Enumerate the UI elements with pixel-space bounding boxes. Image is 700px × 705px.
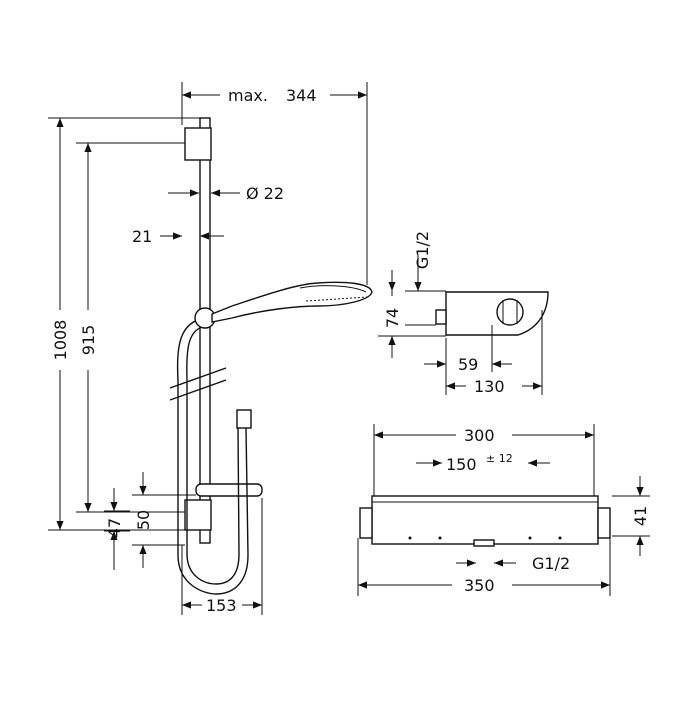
left-end-cap — [359, 507, 373, 539]
break-line-1 — [169, 367, 227, 389]
thermostat-body-front — [371, 495, 599, 545]
shower-rail-assembly: max. 344 Ø 22 21 1008 915 50 47 — [48, 82, 373, 615]
thermostat-side-view: G1/2 74 59 130 — [378, 231, 549, 396]
dim-41: 41 — [631, 506, 650, 526]
dim-59: 59 — [458, 355, 478, 374]
dim-130: 130 — [474, 377, 505, 396]
hand-shower — [211, 281, 373, 323]
hand-shower-face — [299, 285, 367, 293]
right-end-cap — [597, 507, 611, 539]
dim-diameter-22: Ø 22 — [246, 184, 284, 203]
top-wall-bracket — [184, 127, 212, 161]
knob-grip — [502, 300, 518, 324]
thermostat-knob-side — [496, 298, 524, 326]
dim-153: 153 — [206, 596, 237, 615]
dim-g12-side: G1/2 — [413, 231, 432, 269]
dot — [528, 536, 532, 540]
dim-50: 50 — [134, 510, 153, 530]
dim-1008: 1008 — [51, 320, 70, 361]
max-label: max. — [228, 86, 268, 105]
dim-350: 350 — [464, 576, 495, 595]
rail-bar — [199, 117, 211, 544]
dim-344: 344 — [286, 86, 317, 105]
dot — [558, 536, 562, 540]
dim-21: 21 — [132, 227, 152, 246]
dim-150: 150 — [446, 455, 477, 474]
dim-915: 915 — [79, 325, 98, 356]
soap-shelf — [195, 483, 263, 497]
outlet — [473, 539, 495, 547]
dim-74: 74 — [383, 308, 402, 328]
thermostat-inlet — [435, 309, 447, 325]
dim-g12-front: G1/2 — [532, 554, 570, 573]
dim-300: 300 — [464, 426, 495, 445]
shower-hose — [176, 317, 249, 595]
thermostat-front-view: 300 150 ± 12 41 G1/2 350 — [357, 424, 650, 596]
dot — [438, 536, 442, 540]
dim-47: 47 — [105, 518, 124, 538]
hose-connector — [236, 409, 252, 429]
bottom-wall-bracket — [184, 499, 212, 531]
shower-hose-inner — [186, 325, 240, 585]
dot — [408, 536, 412, 540]
dim-tolerance: ± 12 — [486, 452, 513, 465]
break-line-2 — [169, 379, 227, 401]
